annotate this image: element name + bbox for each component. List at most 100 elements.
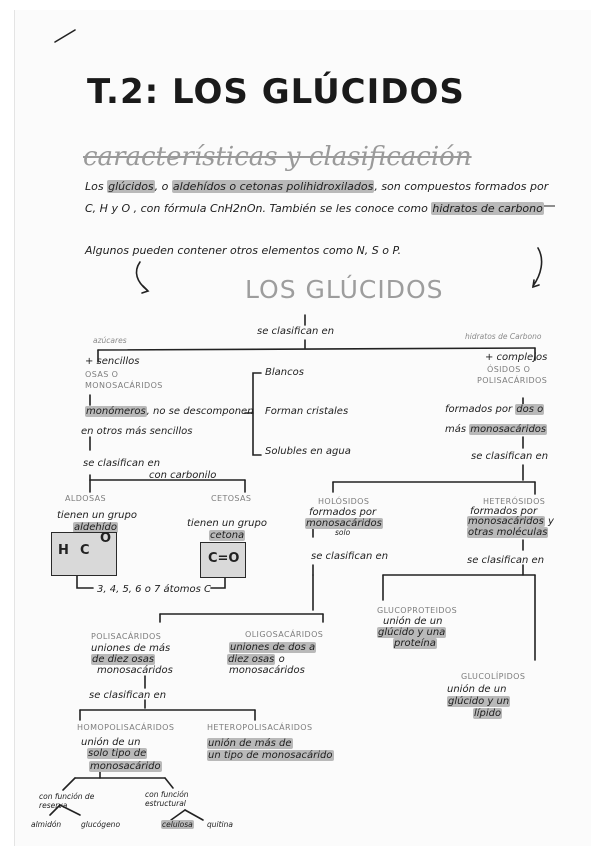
example-quitina: quitina xyxy=(207,820,233,829)
homopolisac-l3: monosacárido xyxy=(89,761,162,772)
oligosac-heading: OLIGOSACÁRIDOS xyxy=(245,630,324,639)
polisac-l2: de diez osas xyxy=(91,654,156,665)
highlight-cetona: cetona xyxy=(209,530,246,541)
monosacaridos-heading: MONOSACÁRIDOS xyxy=(85,381,163,390)
prop-blancos: Blancos xyxy=(265,367,304,378)
page-subtitle: características y clasificación xyxy=(83,142,472,172)
highlight-solo-tipo: solo tipo de xyxy=(87,748,148,759)
cetosas-heading: CETOSAS xyxy=(211,494,252,503)
page-title: T.2: LOS GLÚCIDOS xyxy=(87,72,465,112)
cetosas-l2: cetona xyxy=(209,530,246,541)
mas-monosac-line: más monosacáridos xyxy=(445,424,548,435)
holosidos-classify: se clasifican en xyxy=(311,551,389,562)
funcion-reserva: con función de reserva xyxy=(39,792,95,810)
aldehyde-box: H C O xyxy=(51,531,117,576)
holosidos-l1: formados por xyxy=(309,507,377,518)
highlight-glucido-una: glúcido y una xyxy=(377,627,447,638)
intro-line-3: Algunos pueden contener otros elementos … xyxy=(85,244,402,257)
main-horizontal-line xyxy=(97,347,536,351)
highlight-monomeros: monómeros xyxy=(85,406,147,417)
azucares-label: azúcares xyxy=(93,336,127,345)
intro-text: . También se les conoce como xyxy=(262,202,428,215)
polisac-heading: POLISACÁRIDOS xyxy=(91,632,162,641)
polisac-l1: uniones de más xyxy=(91,643,171,654)
props-bracket xyxy=(252,372,262,456)
highlight-hetero-monosac: monosacáridos xyxy=(467,516,545,527)
highlight-proteina: proteína xyxy=(393,638,437,649)
heteropolisac-l2: un tipo de monosacárido xyxy=(207,750,334,761)
highlight-glucido-un: glúcido y un xyxy=(447,696,511,707)
glucoproteidos-l2: glúcido y una xyxy=(377,627,447,638)
heterosidos-l1: formados por xyxy=(470,506,538,517)
right-curved-arrow xyxy=(532,247,543,287)
atomos-count: 3, 4, 5, 6 o 7 átomos C xyxy=(97,584,211,595)
right-classify-label: se clasifican en xyxy=(471,451,549,462)
example-glucogeno: glucógeno xyxy=(81,820,121,829)
glucolipidos-l1: unión de un xyxy=(447,684,507,695)
highlight-holo-monosac: monosacáridos xyxy=(305,518,383,529)
holosidos-l3: solo xyxy=(335,528,351,537)
heterosidos-heading: HETERÓSIDOS xyxy=(483,497,546,506)
intro-text: C, H y O , con fórmula xyxy=(85,202,207,215)
monomeros-line: monómeros, no se descomponen xyxy=(85,406,254,417)
formados-line: formados por dos o xyxy=(445,404,545,415)
highlight-glucidos: glúcidos xyxy=(107,180,155,193)
highlight-aldehidos: aldehídos o cetonas polihidroxilados xyxy=(171,180,375,193)
intro-text: , son compuestos formados por xyxy=(374,180,549,193)
osas-label: OSAS O xyxy=(85,370,119,379)
example-celulosa: celulosa xyxy=(161,820,194,829)
map-center-title: LOS GLÚCIDOS xyxy=(245,275,444,304)
funcion-estructural: con función estructural xyxy=(145,790,189,808)
left-classify-label: se clasifican en xyxy=(83,458,161,469)
aldosas-l1: tienen un grupo xyxy=(57,510,137,521)
highlight-lipido: lípido xyxy=(473,708,503,719)
highlight-oligo-diez-osas: diez osas xyxy=(227,654,276,665)
highlight-tipo-monosac: un tipo de monosacárido xyxy=(207,750,334,761)
highlight-celulosa: celulosa xyxy=(161,820,194,829)
polisacaridos-heading: POLISACÁRIDOS xyxy=(477,376,548,385)
atom-bracket-left xyxy=(76,574,94,589)
highlight-aldehido: aldehído xyxy=(73,522,118,533)
oligosac-o: o xyxy=(278,654,285,665)
left-arrow-head xyxy=(141,285,150,294)
ketone-box: C=O xyxy=(200,542,246,578)
highlight-dos-a: uniones de dos a xyxy=(229,642,317,653)
holosidos-heading: HOLÓSIDOS xyxy=(318,497,370,506)
aldehyde-h: H xyxy=(58,543,69,558)
polisac-classify: se clasifican en xyxy=(89,690,167,701)
atom-bracket-right xyxy=(210,577,226,589)
glucolipidos-l3: lípido xyxy=(473,708,503,719)
heterosidos-l3: otras moléculas xyxy=(467,527,549,538)
intro-line-2: C, H y O , con fórmula CnH2nOn. También … xyxy=(85,202,544,215)
highlight-diez-osas: de diez osas xyxy=(91,654,156,665)
intro-formula: CnH2nOn xyxy=(209,202,263,215)
osidos-label: ÓSIDOS O xyxy=(487,365,531,374)
holosidos-l2: monosacáridos xyxy=(305,518,383,529)
glucolipidos-l2: glúcido y un xyxy=(447,696,511,707)
glucoproteidos-heading: GLUCOPROTEIDOS xyxy=(377,606,458,615)
prop-solubles: Solubles en agua xyxy=(265,446,351,457)
formados-text: formados por xyxy=(445,404,513,415)
homopolisac-l2: solo tipo de xyxy=(87,748,148,759)
heteropolisac-l1: unión de más de xyxy=(207,738,293,749)
oligosac-l3: monosacáridos xyxy=(229,665,305,676)
notebook-page: T.2: LOS GLÚCIDOS características y clas… xyxy=(14,10,591,846)
highlight-dos-o: dos o xyxy=(515,404,545,415)
mas-sencillos: + sencillos xyxy=(85,356,140,367)
mas-complejos: + complejos xyxy=(485,352,548,363)
map-classify-label: se clasifican en xyxy=(257,326,335,337)
heteropolisac-heading: HETEROPOLISACÁRIDOS xyxy=(207,723,313,732)
aldehyde-o: O xyxy=(100,531,112,546)
intro-line-1: Los glúcidos, o aldehídos o cetonas poli… xyxy=(85,180,548,193)
example-almidon: almidón xyxy=(31,820,62,829)
highlight-monosacaridos: monosacáridos xyxy=(469,424,548,435)
oligosac-l2: diez osas o xyxy=(227,654,285,665)
left-curved-arrow xyxy=(135,261,148,291)
cetosas-l1: tienen un grupo xyxy=(187,518,267,529)
intro-text: Los xyxy=(85,180,104,193)
glucoproteidos-l3: proteína xyxy=(393,638,437,649)
heterosidos-y: y xyxy=(548,516,554,527)
homopolisac-l1: unión de un xyxy=(81,737,141,748)
prop-cristales: Forman cristales xyxy=(265,406,349,417)
en-otros-line: en otros más sencillos xyxy=(81,426,193,437)
